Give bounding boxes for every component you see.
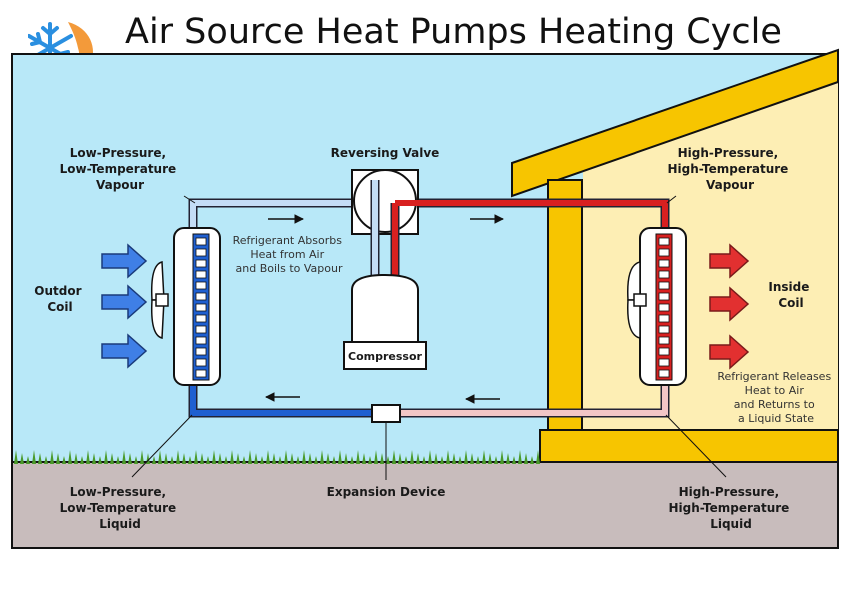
fan-icon bbox=[150, 261, 169, 339]
flow-arrows bbox=[265, 214, 504, 404]
fan-icon bbox=[627, 261, 647, 339]
coil-fin bbox=[658, 347, 670, 356]
label-low-pressure-liquid: Low-Pressure, Low-Temperature Liquid bbox=[60, 485, 181, 531]
arrow-right-icon bbox=[101, 284, 148, 320]
coil-fin bbox=[658, 270, 670, 279]
coil-fin bbox=[658, 259, 670, 268]
arrow-right-icon bbox=[101, 333, 148, 369]
note-refrigerant-releases: Refrigerant Releases Heat to Air and Ret… bbox=[717, 370, 834, 425]
house-roof bbox=[511, 48, 839, 198]
label-high-pressure-liquid: High-Pressure, High-Temperature Liquid bbox=[668, 485, 793, 531]
arrow-right-icon bbox=[101, 243, 148, 279]
coil-fin bbox=[195, 369, 207, 378]
coil-fin bbox=[195, 292, 207, 301]
reversing-valve bbox=[351, 169, 420, 275]
expansion-device bbox=[371, 404, 401, 423]
compressor-label: Compressor bbox=[348, 350, 423, 363]
page-title: Air Source Heat Pumps Heating Cycle bbox=[125, 12, 782, 52]
coil-fin bbox=[195, 314, 207, 323]
label-expansion-device: Expansion Device bbox=[327, 485, 446, 499]
coil-fin bbox=[195, 336, 207, 345]
coil-fin bbox=[195, 358, 207, 367]
coil-fin bbox=[195, 248, 207, 257]
coil-fin bbox=[195, 259, 207, 268]
coil-fin bbox=[658, 325, 670, 334]
note-refrigerant-absorbs: Refrigerant Absorbs Heat from Air and Bo… bbox=[233, 234, 346, 275]
coil-fin bbox=[195, 303, 207, 312]
arrow-right-icon bbox=[709, 286, 750, 322]
coil-fin bbox=[658, 292, 670, 301]
arrow-right-icon bbox=[709, 334, 750, 370]
coil-fin bbox=[195, 325, 207, 334]
house-foundation bbox=[539, 429, 839, 465]
leader-lines bbox=[131, 195, 727, 480]
coil-fin bbox=[658, 369, 670, 378]
compressor: Compressor bbox=[343, 273, 427, 370]
coil-fin bbox=[658, 303, 670, 312]
inside-coil-unit bbox=[627, 227, 687, 386]
label-low-pressure-vapour: Low-Pressure, Low-Temperature Vapour bbox=[60, 146, 181, 192]
house-post-left bbox=[547, 179, 583, 433]
arrow-right-icon bbox=[709, 243, 750, 279]
coil-fin bbox=[658, 314, 670, 323]
label-high-pressure-vapour: High-Pressure, High-Temperature Vapour bbox=[667, 146, 792, 192]
coil-fin bbox=[658, 358, 670, 367]
coil-fin bbox=[195, 347, 207, 356]
coil-fin bbox=[658, 281, 670, 290]
coil-fin bbox=[195, 281, 207, 290]
coil-fin bbox=[195, 237, 207, 246]
label-inside-coil: Inside Coil bbox=[768, 280, 813, 310]
coil-fin bbox=[658, 336, 670, 345]
coil-fin bbox=[195, 270, 207, 279]
coil-fin bbox=[658, 237, 670, 246]
inside-air-arrows bbox=[709, 243, 750, 370]
label-reversing-valve: Reversing Valve bbox=[331, 146, 440, 160]
coil-fin bbox=[658, 248, 670, 257]
outdoor-air-arrows bbox=[101, 243, 148, 369]
outdoor-coil-unit bbox=[150, 227, 221, 386]
ground bbox=[11, 461, 839, 549]
label-outdor-coil: Outdor Coil bbox=[34, 284, 85, 314]
